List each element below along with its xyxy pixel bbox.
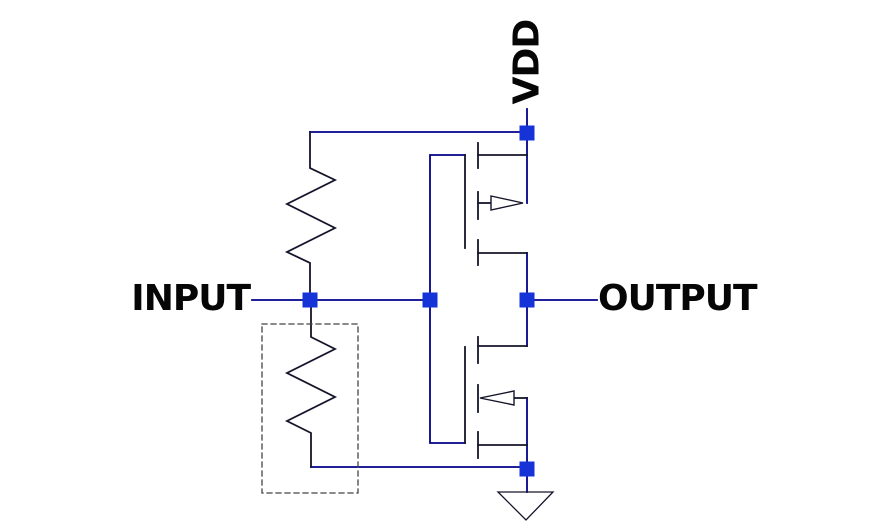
optional-resistor-box bbox=[261, 323, 359, 494]
node-input-junction bbox=[302, 292, 318, 308]
node-vdd bbox=[519, 125, 535, 141]
node-ground bbox=[519, 461, 535, 477]
resistor-r2 bbox=[284, 307, 338, 468]
vdd-label: VDD bbox=[506, 19, 548, 105]
nmos-bulk-arrow-icon bbox=[479, 390, 515, 406]
node-output bbox=[519, 292, 535, 308]
input-label: INPUT bbox=[131, 277, 251, 319]
pmos-bulk-arrow-icon bbox=[490, 195, 524, 211]
resistor-r1 bbox=[284, 131, 338, 294]
node-gate bbox=[422, 292, 438, 308]
output-label: OUTPUT bbox=[598, 277, 758, 319]
ground-symbol-icon bbox=[496, 491, 555, 521]
